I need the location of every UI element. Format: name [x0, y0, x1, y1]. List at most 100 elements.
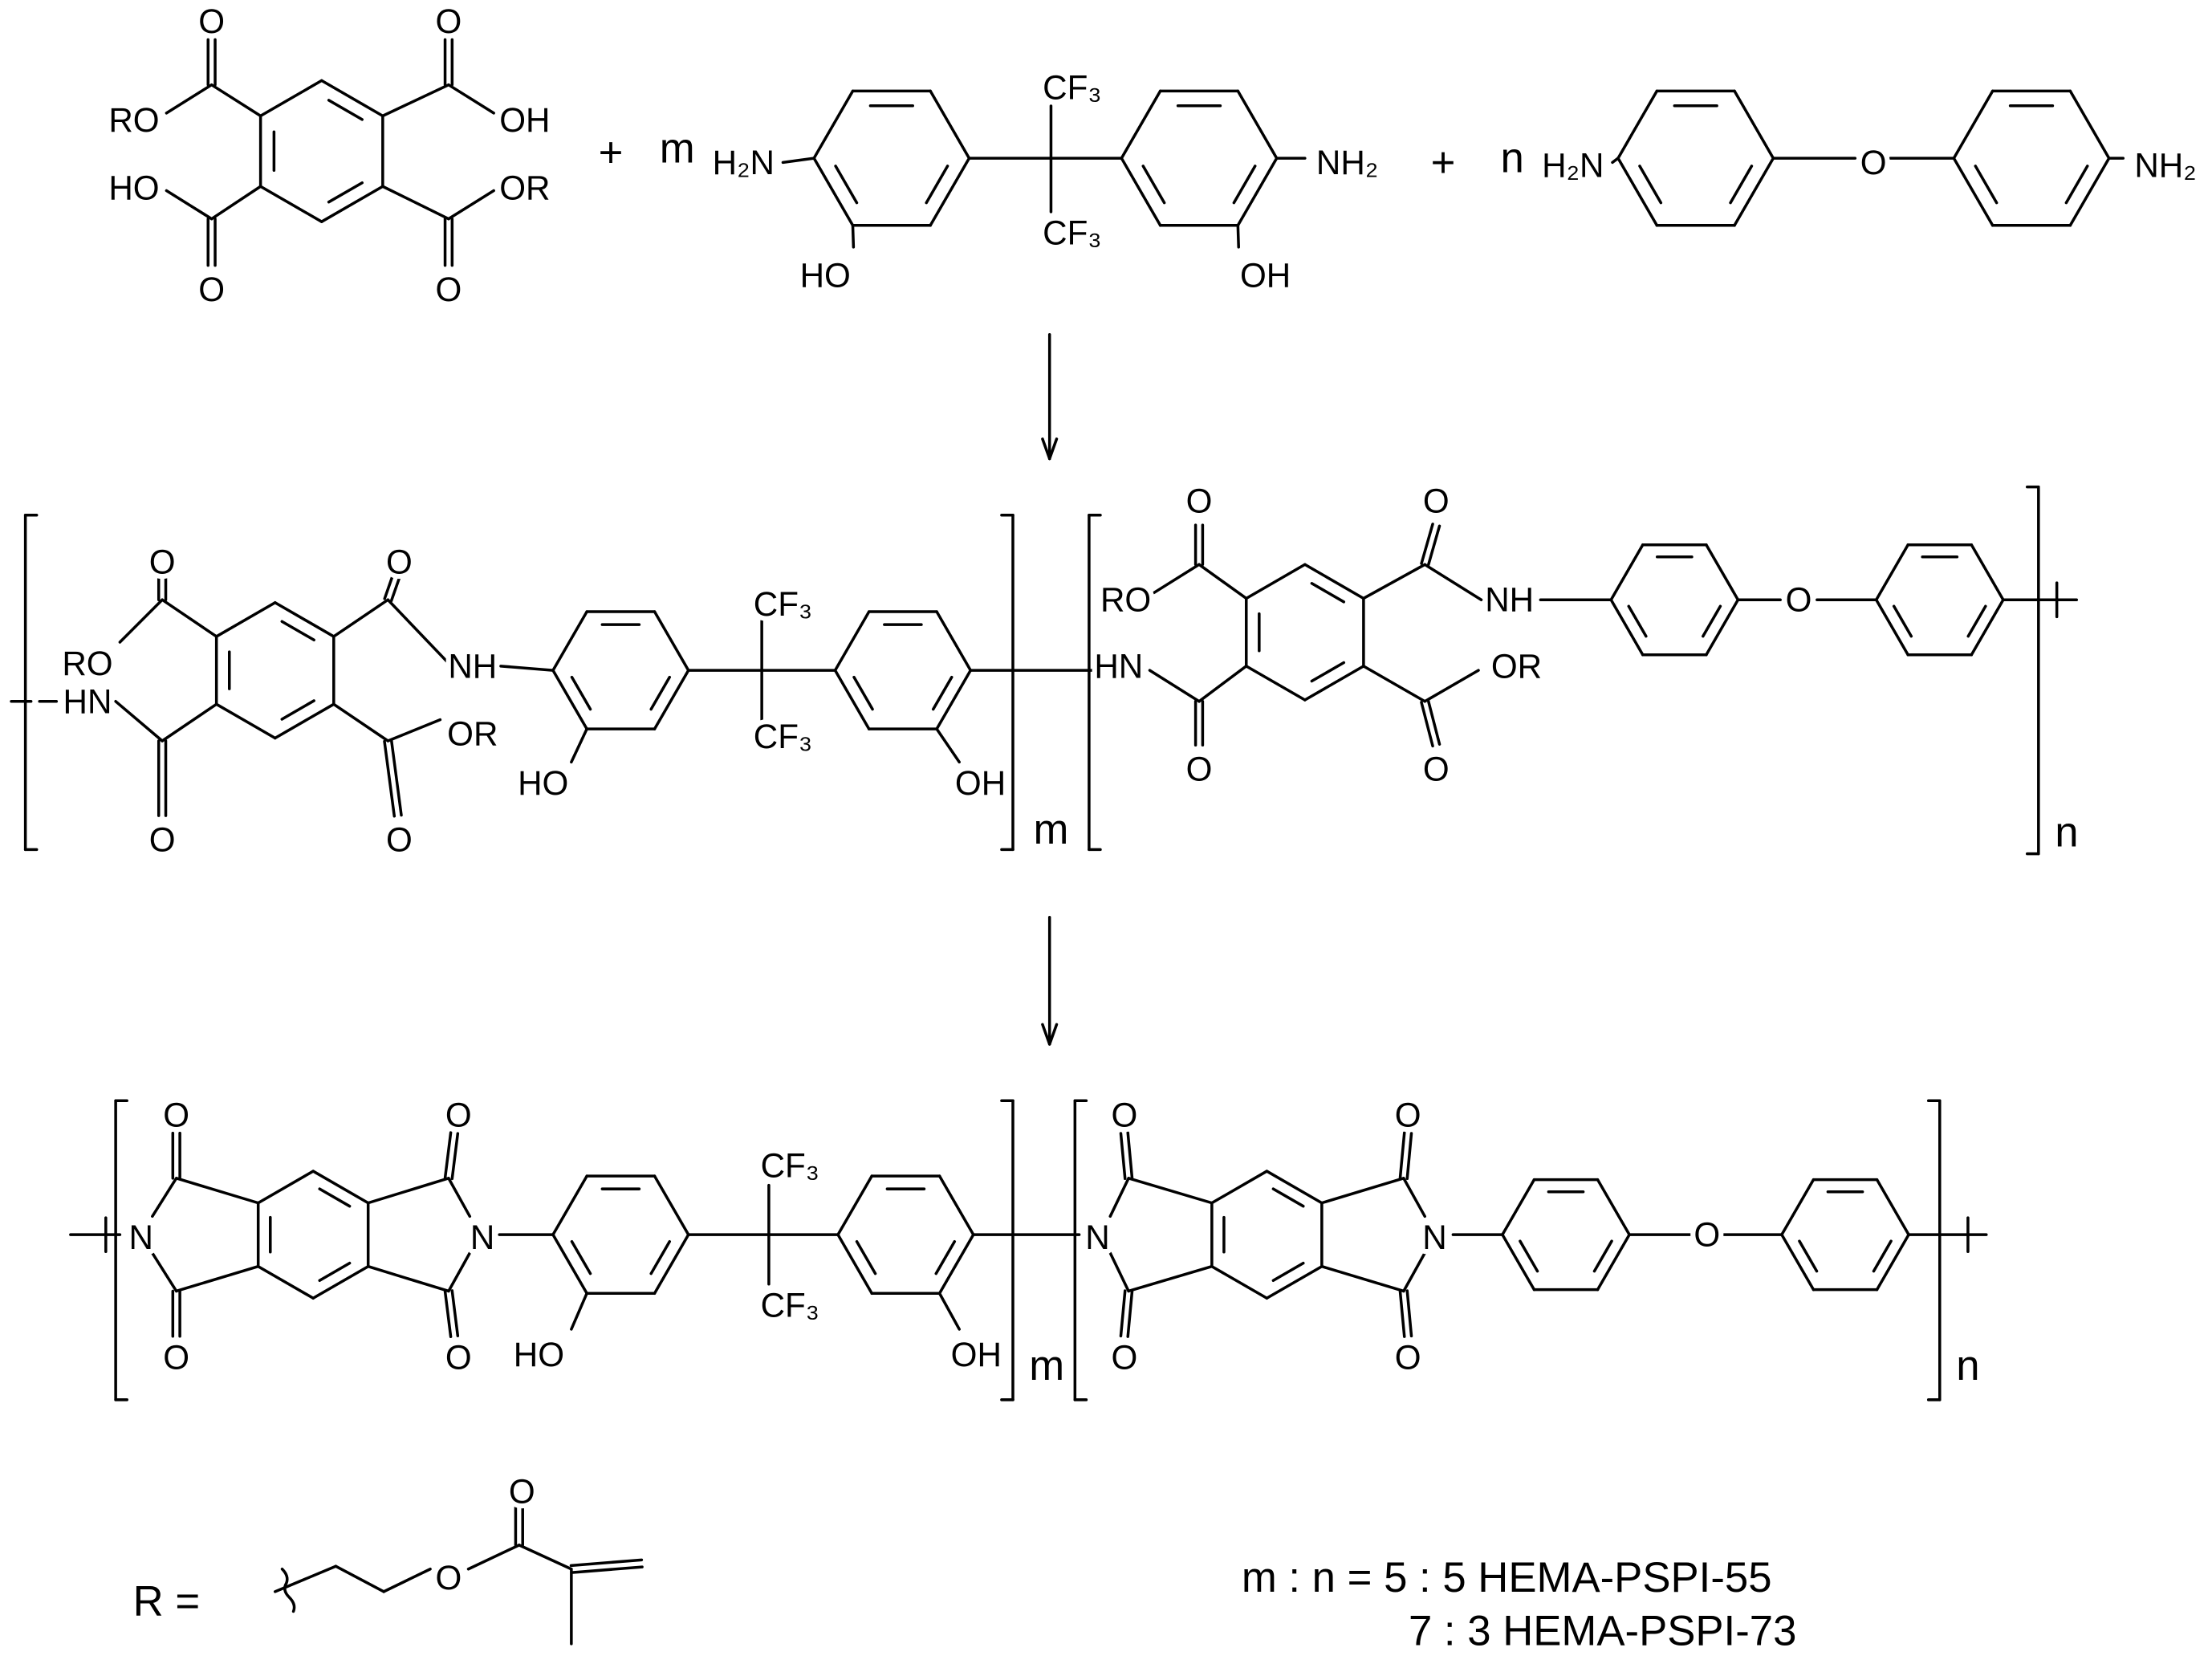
atom-label: OR: [499, 169, 550, 206]
double-bond: [1420, 523, 1434, 565]
atom-label: RO: [1100, 581, 1151, 619]
atom-label: O: [1111, 1339, 1137, 1377]
bond: [366, 1177, 450, 1205]
ring-bond: [258, 79, 323, 118]
ring-bond: [1733, 89, 1775, 160]
double-bond: [1405, 1289, 1413, 1338]
atom-label: OR: [447, 715, 498, 753]
atom-label: CF₃: [1043, 69, 1101, 107]
aromatic-bond: [649, 675, 671, 711]
bond: [1127, 1177, 1214, 1205]
ring-bond: [1616, 157, 1659, 227]
double-bond: [1119, 1289, 1127, 1338]
bond: [570, 1292, 588, 1331]
bond: [332, 598, 390, 638]
bond: [1402, 1177, 1426, 1218]
ring-bond: [836, 1174, 873, 1236]
atom-label: O: [436, 271, 462, 308]
atom-label: H₂N: [1542, 146, 1604, 184]
atom-label: HO: [108, 169, 159, 206]
ratio-hema-pspi-55: m : n = 5 : 5 HEMA-PSPI-55: [1242, 1554, 1772, 1601]
atom-label: O: [386, 543, 413, 580]
atom-label: N: [129, 1218, 153, 1256]
ring-bond: [1952, 157, 1994, 227]
arrow-head: [1041, 437, 1051, 461]
bond: [851, 224, 856, 249]
bond: [1153, 563, 1201, 595]
bond: [499, 665, 555, 672]
repeat-unit-n: n: [1956, 1342, 1979, 1389]
ring-bond: [319, 185, 384, 223]
atom-label: O: [149, 543, 176, 580]
ring-bond: [1265, 1264, 1324, 1300]
atom-label: O: [1395, 1096, 1421, 1133]
ring-bond: [812, 89, 855, 160]
bond: [1108, 1177, 1130, 1218]
atom-label: O: [436, 1559, 462, 1597]
bond: [447, 189, 495, 221]
aromatic-bond: [1271, 1261, 1305, 1282]
ring-bond: [1596, 1233, 1631, 1292]
ring-bond: [256, 1170, 315, 1205]
atom-label: NH₂: [1316, 144, 1378, 181]
ring-bond: [256, 1264, 315, 1300]
double-bond: [383, 739, 396, 818]
ring-bond: [551, 669, 588, 730]
ring-bond: [1120, 89, 1162, 160]
double-bond: [1426, 524, 1441, 568]
ring-bond: [273, 702, 335, 740]
ring-bond: [653, 669, 690, 730]
atom-label: O: [163, 1096, 189, 1133]
bond: [1423, 563, 1483, 601]
repeat-unit-n: n: [2055, 809, 2078, 856]
bond: [1320, 1264, 1405, 1293]
bond: [151, 1251, 178, 1293]
aromatic-bond: [1232, 165, 1257, 205]
ring-bond: [1120, 157, 1162, 227]
bond: [174, 1264, 260, 1293]
atom-label: O: [1423, 751, 1450, 788]
ring-bond: [1236, 89, 1279, 160]
ring-bond: [1501, 1178, 1536, 1236]
ring-bond: [1705, 598, 1740, 657]
atom-label: H₂N: [713, 144, 775, 181]
ring-bond: [1874, 543, 1909, 601]
ring-bond: [1733, 157, 1775, 227]
bond: [1320, 1177, 1405, 1205]
double-bond: [570, 1565, 644, 1574]
ring-bond: [2068, 89, 2111, 160]
double-bond: [450, 1132, 460, 1181]
ring-bond: [1780, 1178, 1816, 1236]
coefficient-n: n: [1501, 135, 1524, 182]
ring-bond: [1970, 543, 2005, 601]
bond: [382, 1567, 432, 1593]
double-bond: [569, 1558, 644, 1568]
bond: [1197, 665, 1248, 703]
ring-bond: [1874, 598, 1909, 657]
ring-bond: [319, 79, 384, 118]
ring-bond: [1609, 543, 1645, 601]
bond: [935, 727, 961, 764]
bond: [151, 1177, 178, 1218]
ring-bond: [937, 1233, 975, 1295]
atom-label: OH: [1240, 256, 1291, 294]
ring-bond: [1501, 1233, 1536, 1292]
bond: [273, 1564, 338, 1593]
coefficient-m: m: [660, 124, 695, 172]
double-bond: [1119, 1132, 1127, 1181]
atom-label: O: [198, 271, 225, 308]
atom-label: O: [1694, 1216, 1720, 1254]
aromatic-bond: [1519, 1239, 1539, 1273]
ring-bond: [273, 600, 335, 638]
ring-bond: [551, 1233, 588, 1295]
ring-bond: [1210, 1264, 1269, 1300]
ring-bond: [836, 1233, 873, 1295]
atom-label: O: [1186, 482, 1213, 520]
atom-label: RO: [108, 101, 159, 139]
ring-bond: [929, 89, 971, 160]
double-bond: [1405, 1132, 1413, 1181]
bond: [1127, 1264, 1214, 1293]
bond: [1362, 665, 1426, 703]
double-bond: [1126, 1290, 1134, 1338]
